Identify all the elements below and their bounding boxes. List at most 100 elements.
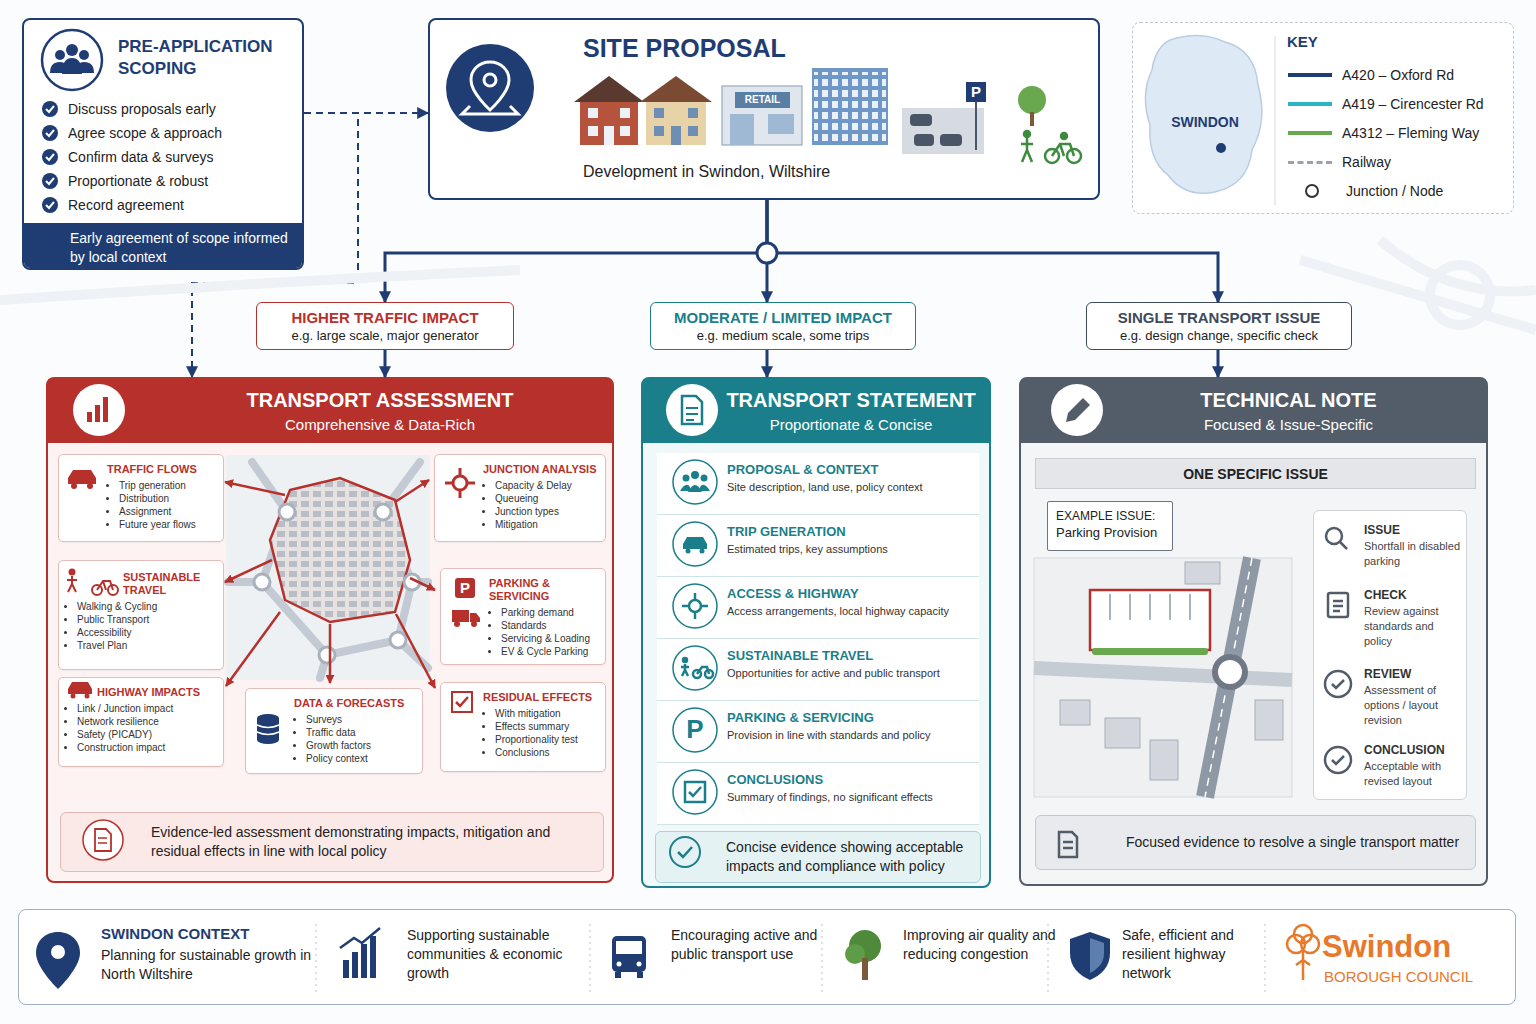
connector (766, 200, 769, 302)
topic-row: PROPOSAL & CONTEXT Site description, land… (657, 453, 979, 515)
box-heading: CONCLUSIONS (727, 771, 971, 788)
box-heading: ACCESS & HIGHWAY (727, 585, 971, 602)
topic-row: ACCESS & HIGHWAY Access arrangements, loc… (657, 577, 979, 639)
bullet-item: Travel Plan (77, 639, 217, 652)
step-heading: CHECK (1364, 588, 1464, 603)
step-text: Shortfall in disabled parking (1364, 539, 1464, 569)
box-heading: SUSTAINABLE TRAVEL (727, 647, 971, 664)
box-text: Supporting sustainable communities & eco… (407, 926, 587, 983)
box-text: Encouraging active and public transport … (671, 926, 826, 964)
label-text: RETAIL (735, 94, 790, 106)
bullet-item: Parking demand (501, 606, 599, 619)
topic-row: TRIP GENERATIONEstimated trips, key assu… (657, 515, 979, 577)
box-heading: PARKING & SERVICING (727, 709, 971, 726)
box-text: Opportunities for active and public tran… (727, 666, 971, 680)
topic-row: SUSTAINABLE TRAVEL Opportunities for acti… (657, 639, 979, 701)
bullet-item: Conclusions (495, 746, 599, 759)
legend-swatch (1288, 131, 1332, 135)
bullet-item: Link / Junction impact (77, 702, 217, 715)
card-heading: JUNCTION ANALYSIS (483, 463, 599, 476)
summary-strip: Concise evidence showing acceptable impa… (655, 831, 981, 883)
topic-card: DATA & FORECASTS SurveysTraffic dataGrowt… (245, 688, 423, 774)
checklist-item: Record agreement (68, 195, 184, 215)
summary-strip: Focused evidence to resolve a single tra… (1035, 815, 1476, 870)
legend-row: A419 – Cirencester Rd (1288, 94, 1484, 114)
box-text: Focused & Issue-Specific (1101, 415, 1476, 434)
box-text: Summary of findings, no significant effe… (727, 790, 971, 804)
card-heading: RESIDUAL EFFECTS (483, 691, 599, 704)
box-heading: PROPOSAL & CONTEXT (727, 461, 971, 478)
bullet-item: Growth factors (306, 739, 416, 752)
box-heading: Early agreement of scope informed by loc… (70, 229, 290, 267)
report-panel: TRANSPORT ASSESSMENT Comprehensive & Data… (46, 377, 614, 883)
box-text: Planning for sustainable growth in North… (101, 946, 321, 984)
bullet-item: Proportionality test (495, 733, 599, 746)
connector (384, 350, 387, 377)
box-heading: TRIP GENERATION (727, 523, 971, 540)
legend-row: Junction / Node (1288, 181, 1443, 201)
box-heading: Concise evidence showing acceptable impa… (726, 838, 968, 876)
legend-swatch (1288, 161, 1332, 164)
bullet-item: Surveys (306, 713, 416, 726)
report-panel: TECHNICAL NOTEFocused & Issue-SpecificON… (1019, 377, 1488, 886)
box-heading: Focused evidence to resolve a single tra… (1126, 833, 1459, 852)
box-heading: PRE-APPLICATION SCOPING (118, 36, 288, 80)
bullet-item: Public Transport (77, 613, 217, 626)
step-heading: REVIEW (1364, 667, 1464, 682)
box-text: Parking Provision (1056, 524, 1164, 541)
connector (304, 112, 428, 114)
label-text: P (680, 714, 710, 745)
bullet-item: Effects summary (495, 720, 599, 733)
box-text: Development in Swindon, Wiltshire (583, 163, 830, 181)
topic-row: PARKING & SERVICING Provision in line wit… (657, 701, 979, 763)
card-heading: DATA & FORECASTS (294, 697, 416, 710)
box-text: Improving air quality and reducing conge… (903, 926, 1063, 964)
box-text: e.g. design change, specific check (1120, 327, 1318, 344)
summary-strip: Evidence-led assessment demonstrating im… (60, 812, 604, 872)
label-text: P (966, 83, 986, 101)
topic-card: RESIDUAL EFFECTSWith mitigationEffects s… (440, 682, 606, 772)
bullet-item: Distribution (119, 492, 217, 505)
steps-box: ISSUEShortfall in disabled parkingCHECKR… (1313, 510, 1467, 800)
step-heading: CONCLUSION (1364, 743, 1464, 758)
label-text: Swindon (1322, 928, 1502, 965)
bullet-item: Mitigation (495, 518, 599, 531)
legend-text: Railway (1342, 154, 1391, 170)
example-box: EXAMPLE ISSUE:Parking Provision (1047, 501, 1173, 551)
box-text: Provision in line with standards and pol… (727, 728, 971, 742)
box-text: Site description, land use, policy conte… (727, 480, 971, 494)
bullet-item: Junction types (495, 505, 599, 518)
box-heading: TRANSPORT ASSESSMENT (158, 388, 602, 412)
box-text: Access arrangements, local highway capac… (727, 604, 971, 618)
card-heading: HIGHWAY IMPACTS (97, 686, 217, 699)
box-heading: ONE SPECIFIC ISSUE (1183, 466, 1328, 482)
checklist-item: Discuss proposals early (68, 99, 216, 119)
report-panel: TRANSPORT STATEMENTProportionate & Conci… (641, 377, 991, 888)
bullet-item: Traffic data (306, 726, 416, 739)
illustration-shape (0, 270, 520, 300)
bullet-item: Assignment (119, 505, 217, 518)
box-text: e.g. medium scale, some trips (697, 327, 870, 344)
box-heading: SWINDON CONTEXT (101, 924, 321, 943)
impact-box: MODERATE / LIMITED IMPACTe.g. medium sca… (650, 302, 916, 350)
step-text: Review against standards and policy (1364, 604, 1464, 649)
topic-card: TRAFFIC FLOWSTrip generationDistribution… (58, 454, 224, 542)
card-heading: PARKING & SERVICING (489, 577, 599, 603)
bullet-item: Future year flows (119, 518, 217, 531)
connector (1217, 350, 1220, 377)
connector (385, 200, 767, 302)
legend-row: A420 – Oxford Rd (1288, 65, 1454, 85)
bullet-item: Trip generation (119, 479, 217, 492)
box-text: Comprehensive & Data-Rich (158, 415, 602, 434)
footer-band: Early agreement of scope informed by loc… (24, 223, 302, 270)
legend-swatch (1288, 102, 1332, 106)
issue-bar: ONE SPECIFIC ISSUE (1035, 458, 1476, 489)
step-heading: ISSUE (1364, 523, 1464, 538)
impact-box: HIGHER TRAFFIC IMPACTe.g. large scale, m… (256, 302, 514, 350)
bullet-item: Accessibility (77, 626, 217, 639)
legend-row: A4312 – Fleming Way (1288, 123, 1479, 143)
connector (767, 200, 1218, 302)
box-heading: EXAMPLE ISSUE: (1056, 508, 1164, 524)
box-text: Proportionate & Concise (723, 415, 979, 434)
